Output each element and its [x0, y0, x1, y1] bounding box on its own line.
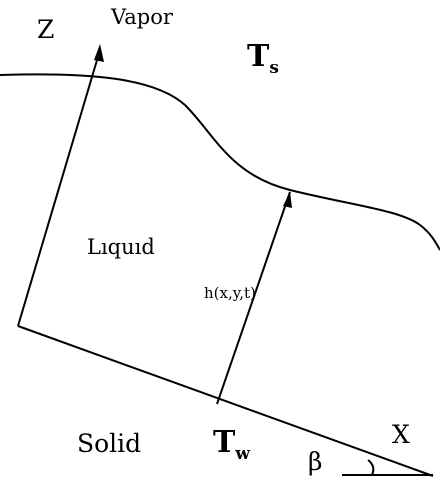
z-axis-label: Z	[37, 15, 54, 44]
film-height-label: h(x,y,t)	[204, 284, 256, 302]
surface-temperature-symbol: T	[247, 39, 270, 74]
solid-wall-line	[17, 325, 434, 477]
vapor-label: Vapor	[110, 5, 174, 29]
solid-label: Solid	[77, 429, 141, 458]
surface-temperature-subscript: s	[269, 58, 279, 78]
wall-temperature-subscript: w	[234, 444, 250, 464]
film-height-arrowhead	[283, 192, 292, 208]
wall-temperature-label: Tw	[213, 425, 250, 464]
angle-arc	[367, 459, 375, 476]
x-axis-label: X	[392, 420, 410, 449]
wall-temperature-symbol: T	[213, 425, 236, 460]
film-height-line	[216, 191, 291, 405]
liquid-label: Lıquıd	[87, 235, 155, 259]
z-axis-line	[17, 49, 101, 327]
surface-temperature-label: Ts	[247, 39, 279, 78]
z-axis-arrowhead	[94, 44, 104, 62]
free-surface-curve	[0, 73, 440, 251]
angle-label: β	[308, 447, 322, 476]
